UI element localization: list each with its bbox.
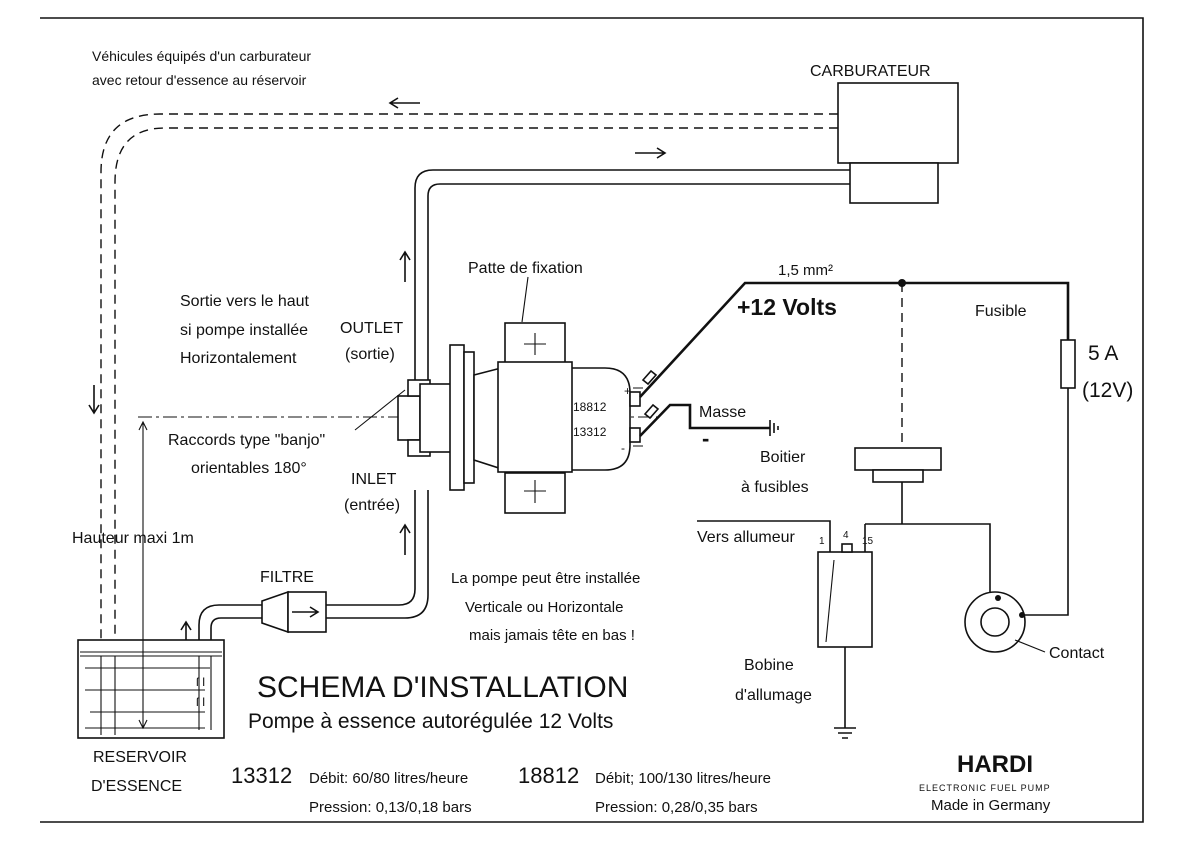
fuse-amp-label: 5 A	[1088, 342, 1118, 365]
terminal-minus-label: -	[621, 441, 625, 455]
spec-13312-model: 13312	[231, 763, 292, 788]
inlet-fuel-line	[180, 490, 429, 648]
model-13312-label: 13312	[573, 425, 607, 439]
arrow-down-icon	[88, 385, 100, 415]
install-note-line1: La pompe peut être installée	[451, 570, 640, 587]
outlet-note-line2: si pompe installée	[180, 322, 308, 339]
filter-label: FILTRE	[260, 569, 314, 586]
bracket-label: Patte de fixation	[468, 260, 583, 277]
brand-subtitle: ELECTRONIC FUEL PUMP	[919, 783, 1051, 793]
model-18812-label: 18812	[573, 400, 607, 414]
diagram-subtitle: Pompe à essence autorégulée 12 Volts	[248, 710, 613, 733]
svg-text:ſ I: ſ I	[196, 695, 205, 709]
spec-13312-pressure: Pression: 0,13/0,18 bars	[309, 799, 472, 816]
supply-fuel-line	[399, 147, 850, 555]
arrow-right-icon	[292, 606, 320, 618]
carburetor	[837, 82, 959, 204]
install-note-line3: mais jamais tête en bas !	[469, 627, 635, 644]
spec-18812-pressure: Pression: 0,28/0,35 bars	[595, 799, 758, 816]
arrow-up-icon	[399, 523, 411, 555]
outlet-note-line3: Horizontalement	[180, 350, 297, 367]
banjo-note-line1: Raccords type "banjo"	[168, 432, 325, 449]
diagram-title: SCHEMA D'INSTALLATION	[257, 671, 628, 704]
coil-terminal-1: 1	[819, 536, 825, 547]
inlet-label: INLET	[351, 471, 397, 488]
outlet-fr-label: (sortie)	[345, 346, 395, 363]
return-note-line2: avec retour d'essence au réservoir	[92, 72, 307, 88]
plus-12v-label: +12 Volts	[737, 294, 837, 320]
carburetor-label: CARBURATEUR	[810, 63, 931, 80]
wiring	[639, 279, 1076, 616]
fuel-tank: ſ I ſ I	[77, 639, 225, 739]
spec-18812-flow: Débit; 100/130 litres/heure	[595, 770, 771, 787]
install-note-line2: Verticale ou Horizontale	[465, 599, 623, 616]
wire-size-label: 1,5 mm²	[778, 262, 833, 279]
spec-18812-model: 18812	[518, 763, 579, 788]
tank-label-line2: D'ESSENCE	[91, 778, 182, 795]
inlet-fr-label: (entrée)	[344, 497, 400, 514]
ground-minus-label: -	[702, 426, 709, 451]
coil-terminal-4: 4	[843, 530, 849, 541]
page-frame	[40, 17, 1144, 823]
spec-13312-flow: Débit: 60/80 litres/heure	[309, 770, 468, 787]
height-indicator	[138, 420, 148, 730]
ground-icon	[769, 420, 779, 436]
return-note-line1: Véhicules équipés d'un carburateur	[92, 48, 311, 64]
switch-label: Contact	[1049, 645, 1105, 662]
fuse-label: Fusible	[975, 303, 1027, 320]
terminal-plus-label: +	[624, 384, 631, 398]
arrow-right-icon	[635, 147, 667, 159]
fuse-icon	[1060, 339, 1076, 389]
ground-label: Masse	[699, 404, 746, 421]
ignition-coil	[817, 543, 873, 739]
fuel-pump	[397, 322, 643, 514]
coil-label-line2: d'allumage	[735, 687, 812, 704]
height-label: Hauteur maxi 1m	[72, 530, 194, 547]
banjo-note-line2: orientables 180°	[191, 460, 307, 477]
coil-terminal-15: 15	[862, 536, 874, 547]
distributor-label: Vers allumeur	[697, 529, 795, 546]
coil-label-line1: Bobine	[744, 657, 794, 674]
leader-patte	[521, 276, 529, 323]
fusebox-label-line2: à fusibles	[741, 479, 809, 496]
fuel-filter	[261, 590, 327, 634]
tank-label-line1: RESERVOIR	[93, 749, 187, 766]
fuse-volt-label: (12V)	[1082, 379, 1133, 402]
ignition-switch	[964, 591, 1046, 653]
outlet-label: OUTLET	[340, 320, 403, 337]
return-fuel-line	[88, 97, 838, 640]
outlet-note-line1: Sortie vers le haut	[180, 293, 310, 310]
leader-banjo	[354, 389, 406, 431]
brand-name: HARDI	[957, 751, 1033, 778]
fusebox-label-line1: Boitier	[760, 449, 806, 466]
arrow-left-icon	[388, 97, 420, 109]
arrow-up-icon	[399, 250, 411, 282]
brand-origin: Made in Germany	[931, 797, 1051, 814]
svg-text:ſ I: ſ I	[196, 675, 205, 689]
